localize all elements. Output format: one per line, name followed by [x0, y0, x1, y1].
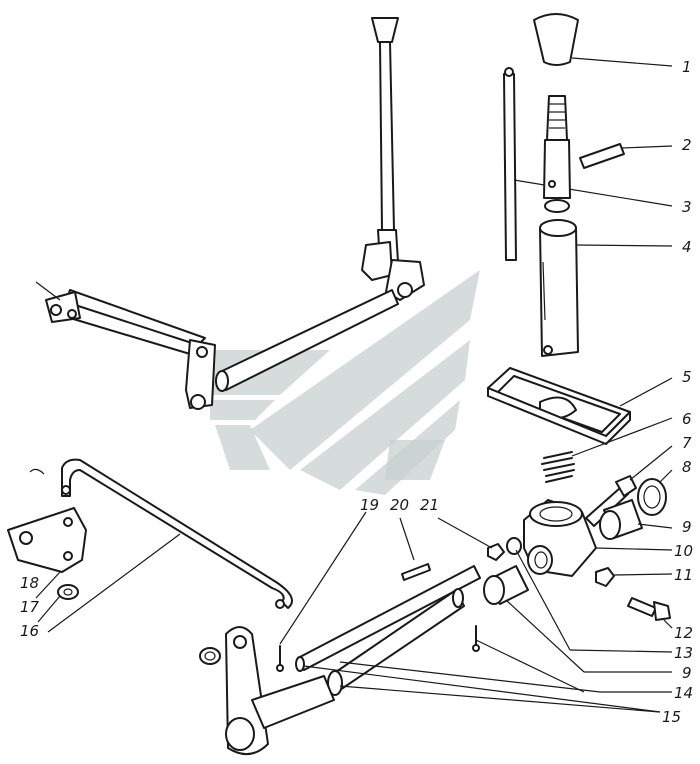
part-18-bracket — [7, 507, 87, 599]
label-14: 14 — [674, 684, 693, 702]
part-11-nut — [595, 567, 673, 587]
part-1-knob — [533, 13, 673, 67]
label-7: 7 — [682, 434, 692, 452]
label-10: 10 — [674, 542, 693, 560]
label-15: 15 — [662, 708, 681, 726]
label-21: 21 — [420, 496, 439, 514]
threaded-stud — [543, 95, 571, 213]
part-9-bushing-upper — [599, 499, 673, 540]
lower-arm — [199, 626, 335, 755]
part-20-key — [399, 517, 431, 581]
part-6-spring — [541, 417, 673, 483]
lever-rod — [379, 41, 395, 231]
label-9a: 9 — [682, 518, 692, 536]
label-18: 18 — [20, 574, 39, 592]
label-8: 8 — [682, 458, 692, 476]
lower-pin — [472, 625, 480, 652]
part-19-pin — [276, 511, 367, 672]
part-9-bushing-lower — [483, 565, 529, 605]
label-11: 11 — [674, 566, 693, 584]
lever-knob — [371, 17, 399, 43]
part-10-housing — [523, 499, 673, 577]
label-3: 3 — [682, 198, 692, 216]
label-2: 2 — [682, 136, 692, 154]
part-7-bolt — [585, 445, 673, 527]
label-4: 4 — [682, 238, 692, 256]
lever-bracket — [361, 241, 393, 281]
label-1: 1 — [682, 58, 692, 76]
part-5-boot — [487, 367, 673, 445]
part-4-sleeve — [539, 219, 673, 357]
label-13: 13 — [674, 644, 693, 662]
label-17: 17 — [20, 598, 40, 616]
part-12-bolt — [627, 597, 673, 629]
label-12: 12 — [674, 624, 693, 642]
part-16-rod — [29, 458, 293, 633]
label-16: 16 — [20, 622, 39, 640]
label-19: 19 — [360, 496, 379, 514]
leader-14 — [339, 661, 601, 693]
gear-lever-assembly — [35, 17, 425, 410]
part-3-rod — [503, 67, 673, 261]
leader-15 — [339, 685, 661, 713]
part-2-pin — [579, 143, 673, 169]
label-20: 20 — [390, 496, 409, 514]
part-21-nut — [437, 517, 522, 561]
label-5: 5 — [682, 368, 692, 386]
part-17-washer — [37, 584, 79, 623]
leader-13 — [515, 549, 571, 651]
watermark-logo — [210, 270, 480, 495]
part-8-washer — [637, 469, 673, 516]
label-6: 6 — [682, 410, 692, 428]
label-9b: 9 — [682, 664, 692, 682]
